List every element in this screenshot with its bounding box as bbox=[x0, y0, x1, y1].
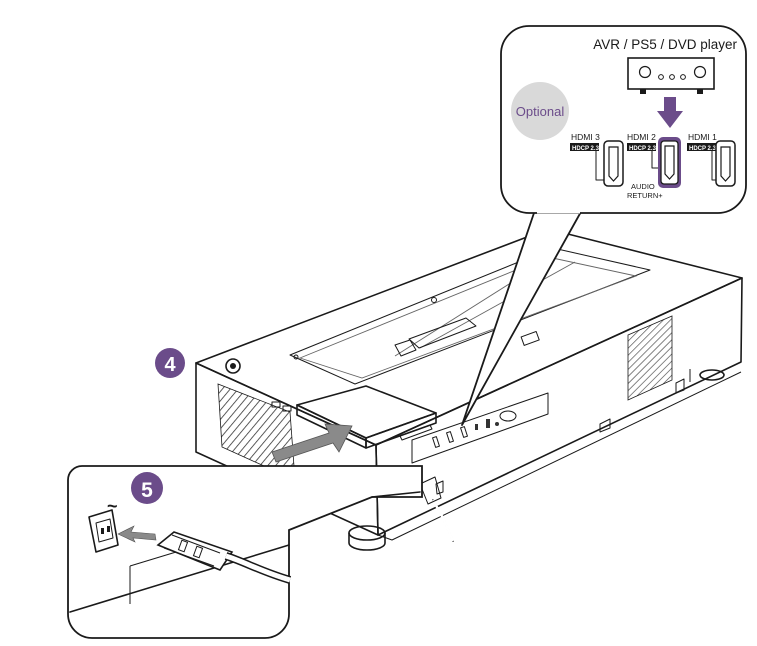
projector-foot-right bbox=[699, 369, 725, 381]
hdmi-port-icon bbox=[603, 140, 624, 187]
power-plug-icon[interactable] bbox=[156, 531, 292, 584]
projector-foot-left bbox=[348, 525, 386, 541]
hdmi-3-label: HDMI 3 bbox=[571, 132, 600, 142]
side-vent-right bbox=[627, 315, 673, 401]
power-button-icon[interactable] bbox=[225, 358, 241, 374]
power-symbol-icon: ~ bbox=[107, 496, 118, 516]
hdmi-2-port[interactable]: HDMI 2 HDCP 2.3 AUDIO RETURN+ bbox=[627, 132, 681, 200]
arrow-right-icon bbox=[271, 423, 353, 463]
hdmi-cable bbox=[419, 476, 455, 542]
hdmi-port-icon bbox=[658, 137, 681, 188]
hdmi-1-port[interactable]: HDMI 1 HDCP 2.3 bbox=[687, 132, 736, 187]
hdmi-3-badge: HDCP 2.3 bbox=[572, 146, 600, 152]
audio-return-line1: AUDIO bbox=[631, 182, 655, 191]
power-inlet[interactable] bbox=[88, 509, 119, 553]
projector-front-face bbox=[375, 277, 743, 536]
hdmi-2-badge: HDCP 2.3 bbox=[629, 146, 657, 152]
step-4-number: 4 bbox=[164, 354, 176, 376]
audio-return-line2: RETURN+ bbox=[627, 191, 663, 200]
arrow-down-icon bbox=[657, 97, 683, 128]
hdmi-1-label: HDMI 1 bbox=[688, 132, 717, 142]
step-5-number: 5 bbox=[141, 479, 153, 502]
av-receiver-icon bbox=[627, 57, 715, 94]
power-connection-inset: 5 ~ bbox=[67, 465, 423, 639]
hdmi-3-port[interactable]: HDMI 3 HDCP 2.3 bbox=[570, 132, 624, 187]
source-device-label: AVR / PS5 / DVD player bbox=[593, 37, 737, 52]
optional-label: Optional bbox=[516, 104, 565, 119]
step-5-circle bbox=[131, 472, 163, 504]
step-4-circle bbox=[155, 348, 185, 378]
io-port-panel[interactable] bbox=[411, 392, 549, 464]
step-4-marker: 4 bbox=[155, 348, 185, 378]
arrow-left-icon bbox=[117, 525, 157, 543]
hdmi-2-label: HDMI 2 bbox=[627, 132, 656, 142]
hdmi-port-icon bbox=[715, 140, 736, 187]
hdmi-1-badge: HDCP 2.3 bbox=[689, 146, 717, 152]
hdmi-connection-callout: AVR / PS5 / DVD player Optional HDMI 3 H… bbox=[461, 25, 747, 426]
optional-badge: Optional bbox=[511, 82, 569, 140]
